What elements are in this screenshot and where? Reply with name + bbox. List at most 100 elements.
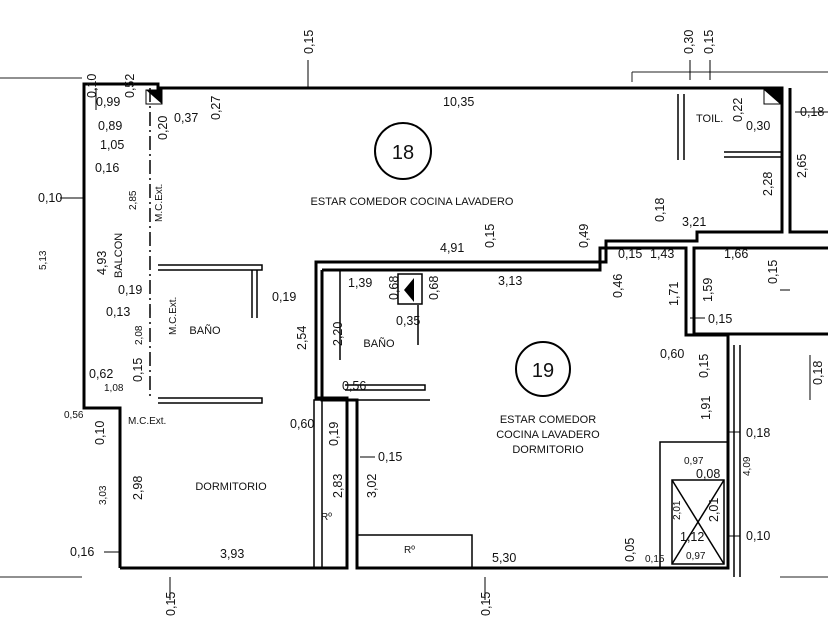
dim-label: 1,59 bbox=[701, 278, 715, 302]
toil-label: TOIL. bbox=[696, 113, 723, 125]
dim-label: 1,71 bbox=[667, 282, 681, 306]
room-labels: ESTAR COMEDOR COCINA LAVADERO ESTAR COME… bbox=[113, 113, 723, 556]
dim-label: 0,15 bbox=[302, 30, 316, 54]
dim-label: 0,18 bbox=[811, 361, 825, 385]
dim-label: 0,19 bbox=[272, 290, 296, 304]
dim-label: 0,18 bbox=[653, 198, 667, 222]
unit-18-wall bbox=[82, 82, 784, 570]
dim-label: 2,85 bbox=[128, 190, 139, 210]
unit-18-room-label: ESTAR COMEDOR COCINA LAVADERO bbox=[311, 196, 514, 208]
dim-label: 0,16 bbox=[95, 161, 119, 175]
dim-label: 0,89 bbox=[98, 119, 122, 133]
dim-label: 0,18 bbox=[746, 426, 770, 440]
unit-18-number: 18 bbox=[392, 142, 414, 164]
dim-label: 2,98 bbox=[131, 476, 145, 500]
dim-label: 0,49 bbox=[577, 224, 591, 248]
dim-label: 3,02 bbox=[365, 474, 379, 498]
dim-label: 0,16 bbox=[70, 545, 94, 559]
dim-label: 0,15 bbox=[164, 592, 178, 616]
dim-label: 0,27 bbox=[209, 96, 223, 120]
dim-label: 0,68 bbox=[387, 276, 401, 300]
dim-label: 0,15 bbox=[483, 224, 497, 248]
dim-label: 0,68 bbox=[427, 276, 441, 300]
dormitorio-label: DORMITORIO bbox=[195, 481, 267, 493]
dim-label: 0,10 bbox=[746, 529, 770, 543]
dim-label: 0,18 bbox=[800, 105, 824, 119]
bano-2-label: BAÑO bbox=[363, 337, 395, 350]
right-unit-wall bbox=[788, 88, 828, 234]
dim-label: 0,56 bbox=[342, 379, 366, 393]
dim-label: 0,60 bbox=[290, 417, 314, 431]
dim-label: 0,10 bbox=[38, 191, 62, 205]
dim-label: 1,12 bbox=[680, 530, 704, 544]
walls bbox=[82, 82, 828, 570]
dim-label: 0,97 bbox=[684, 456, 704, 467]
mc-ext-label-1: M.C.Ext. bbox=[154, 184, 165, 222]
dim-label: 3,13 bbox=[498, 274, 522, 288]
dim-label: 0,37 bbox=[174, 111, 198, 125]
dim-label: 5,13 bbox=[38, 250, 49, 270]
dim-label: 0,62 bbox=[89, 367, 113, 381]
dim-label: 0,97 bbox=[686, 551, 706, 562]
dim-label: 0,13 bbox=[106, 305, 130, 319]
dim-label: 4,93 bbox=[95, 251, 109, 275]
unit-19-room-line-1: ESTAR COMEDOR bbox=[500, 414, 596, 426]
dim-label: 3,21 bbox=[682, 215, 706, 229]
dim-label: 0,56 bbox=[64, 410, 84, 421]
dim-label: 1,39 bbox=[348, 276, 372, 290]
dim-label: 4,09 bbox=[742, 456, 753, 476]
unit-19-number: 19 bbox=[532, 360, 554, 382]
dim-label: 0,15 bbox=[697, 354, 711, 378]
dim-label: 2,20 bbox=[331, 322, 345, 346]
dim-label: 0,15 bbox=[708, 312, 732, 326]
dim-label: 0,15 bbox=[131, 358, 145, 382]
dim-label: 0,08 bbox=[696, 467, 720, 481]
right-unit-lower-wall bbox=[692, 246, 828, 336]
dimension-lines bbox=[60, 60, 828, 600]
dim-label: 0,60 bbox=[660, 347, 684, 361]
balcon-label: BALCON bbox=[113, 233, 125, 278]
corner-markers bbox=[145, 89, 781, 302]
dim-label: 3,93 bbox=[220, 547, 244, 561]
dim-label: 0,15 bbox=[645, 554, 665, 565]
dim-label: 0,10 bbox=[85, 74, 99, 98]
dim-label: 0,15 bbox=[479, 592, 493, 616]
dim-label: 0,46 bbox=[611, 274, 625, 298]
dim-label: 5,30 bbox=[492, 551, 516, 565]
dim-label: 0,35 bbox=[396, 314, 420, 328]
partitions bbox=[149, 88, 782, 577]
dim-label: 0,22 bbox=[731, 98, 745, 122]
dim-label: 1,91 bbox=[699, 396, 713, 420]
dim-label: 1,08 bbox=[104, 383, 124, 394]
unit-19-room-line-2: COCINA LAVADERO bbox=[496, 429, 600, 441]
dim-label: 0,05 bbox=[623, 538, 637, 562]
dim-label: 2,83 bbox=[331, 474, 345, 498]
bano-1-label: BAÑO bbox=[189, 324, 221, 337]
dim-label: 2,08 bbox=[134, 325, 145, 345]
dim-label: 3,03 bbox=[98, 485, 109, 505]
dim-label: 1,66 bbox=[724, 247, 748, 261]
dim-label: 0,30 bbox=[746, 119, 770, 133]
dim-label: 4,91 bbox=[440, 241, 464, 255]
dim-label: 0,52 bbox=[123, 74, 137, 98]
dim-label: 1,43 bbox=[650, 247, 674, 261]
dim-label: 0,15 bbox=[378, 450, 402, 464]
dim-label: 10,35 bbox=[443, 95, 474, 109]
unit-19-room-line-3: DORMITORIO bbox=[512, 444, 584, 456]
unit-18-marker: 18 bbox=[374, 122, 432, 180]
ro-label-1: Rº bbox=[321, 512, 332, 523]
dim-label: 1,05 bbox=[100, 138, 124, 152]
dim-label: 0,15 bbox=[766, 260, 780, 284]
mc-ext-label-2: M.C.Ext. bbox=[168, 297, 179, 335]
dim-label: 2,54 bbox=[295, 326, 309, 350]
dim-label: 2,65 bbox=[795, 154, 809, 178]
dim-label: 0,15 bbox=[618, 247, 642, 261]
dim-label: 0,15 bbox=[702, 30, 716, 54]
dim-label: 0,30 bbox=[682, 30, 696, 54]
mc-ext-label-3: M.C.Ext. bbox=[128, 416, 166, 427]
dim-label: 0,10 bbox=[93, 421, 107, 445]
dim-label: 2,01 bbox=[672, 500, 683, 520]
unit-19-marker: 19 bbox=[515, 341, 571, 397]
dim-label: 2,01 bbox=[707, 498, 721, 522]
